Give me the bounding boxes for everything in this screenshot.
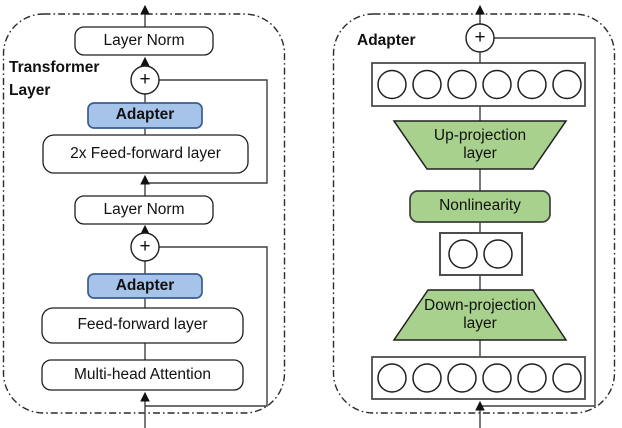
feature-unit xyxy=(447,363,477,393)
feature-row-top xyxy=(371,62,586,107)
feed-forward-2x-box xyxy=(42,134,249,174)
residual-connection-lower xyxy=(145,246,268,407)
nonlinearity-box xyxy=(409,190,551,223)
adapter-skip-connection xyxy=(480,37,596,407)
feature-unit xyxy=(377,69,407,100)
feature-unit xyxy=(517,363,547,393)
feature-row-bottom xyxy=(371,356,586,400)
adapter-lower-box xyxy=(87,273,203,299)
layer-norm-top-box xyxy=(74,26,214,56)
feature-unit xyxy=(412,69,442,100)
add-circle-lower xyxy=(130,232,160,262)
bottleneck-unit xyxy=(483,239,513,269)
feature-unit xyxy=(412,363,442,393)
right-panel-connectors xyxy=(475,4,596,428)
layer-norm-mid-box xyxy=(74,195,214,225)
feed-forward-box xyxy=(41,307,244,344)
add-circle-adapter xyxy=(465,23,495,53)
bottleneck-row xyxy=(439,232,523,276)
bottleneck-unit xyxy=(448,239,478,269)
down-projection-trapezoid xyxy=(392,289,568,341)
transformer-layer-border xyxy=(2,13,286,414)
feature-unit xyxy=(552,363,582,393)
feature-unit xyxy=(552,69,582,100)
up-projection-trapezoid xyxy=(392,120,568,170)
residual-connection-upper xyxy=(145,79,268,184)
feature-unit xyxy=(447,69,477,100)
left-panel-connectors xyxy=(140,4,268,428)
feature-unit xyxy=(482,69,512,100)
adapter-detail-border xyxy=(332,13,616,414)
feature-unit xyxy=(377,363,407,393)
feature-unit xyxy=(517,69,547,100)
feature-unit xyxy=(482,363,512,393)
add-circle-upper xyxy=(130,65,160,95)
multi-head-attention-box xyxy=(41,359,244,391)
adapter-upper-box xyxy=(87,102,203,129)
